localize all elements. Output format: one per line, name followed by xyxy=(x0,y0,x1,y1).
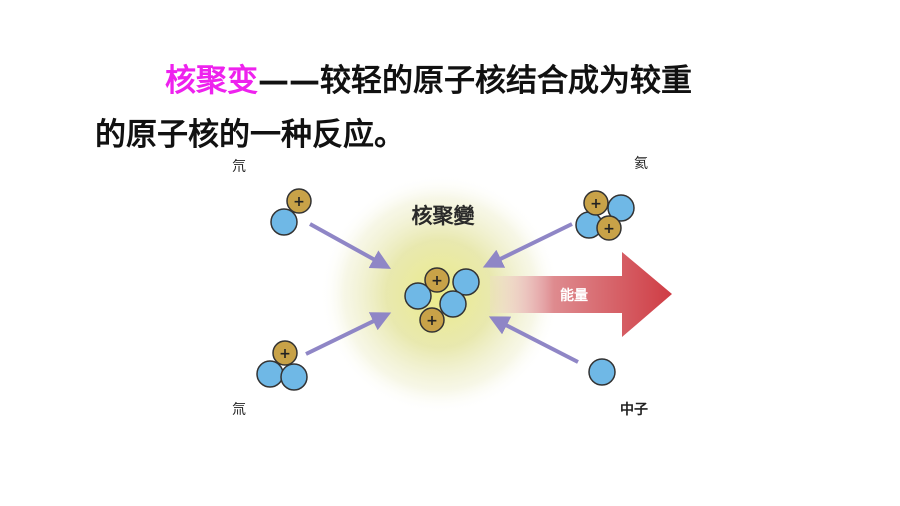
tritium-nucleus: + xyxy=(256,340,308,391)
plus-icon: + xyxy=(603,221,615,237)
proton xyxy=(419,307,445,333)
fusion-cluster: + + xyxy=(404,267,480,333)
proton xyxy=(596,215,622,241)
plus-icon: + xyxy=(590,196,602,212)
neutron xyxy=(404,282,432,310)
proton xyxy=(424,267,450,293)
plus-icon: + xyxy=(426,313,438,329)
neutron xyxy=(256,360,284,388)
definition-line-1-rest: ——较轻的原子核结合成为较重 xyxy=(258,63,692,99)
definition-line-1: 核聚变——较轻的原子核结合成为较重 xyxy=(95,54,815,108)
definition-line-2: 的原子核的一种反应。 xyxy=(95,117,405,153)
plus-icon: + xyxy=(431,273,443,289)
plus-icon: + xyxy=(293,194,305,210)
proton xyxy=(272,340,298,366)
energy-arrow xyxy=(490,252,672,337)
arrow-neutron-out xyxy=(488,316,579,364)
arrow-helium-out xyxy=(482,222,573,268)
proton xyxy=(286,188,312,214)
label-helium: 氦 xyxy=(634,156,648,172)
label-neutron: 中子 xyxy=(620,401,648,418)
free-neutron xyxy=(588,358,616,386)
arrow-tritium-in xyxy=(305,312,392,356)
arrow-deuterium-in xyxy=(309,222,391,269)
fusion-center-label: 核聚變 xyxy=(412,204,476,228)
fusion-term: 核聚变 xyxy=(165,63,258,99)
label-tritium: 氚 xyxy=(232,402,246,418)
plus-icon: + xyxy=(279,346,291,362)
helium-nucleus: + + xyxy=(575,190,635,241)
neutron xyxy=(439,290,467,318)
definition-text: 核聚变——较轻的原子核结合成为较重 的原子核的一种反应。 xyxy=(95,54,815,162)
neutron xyxy=(452,268,480,296)
label-deuterium: 氘 xyxy=(232,159,246,175)
fusion-glow xyxy=(320,174,560,414)
neutron xyxy=(270,208,298,236)
proton xyxy=(583,190,609,216)
neutron xyxy=(280,363,308,391)
deuterium-nucleus: + xyxy=(270,188,312,236)
energy-label: 能量 xyxy=(560,287,588,303)
neutron xyxy=(607,194,635,222)
